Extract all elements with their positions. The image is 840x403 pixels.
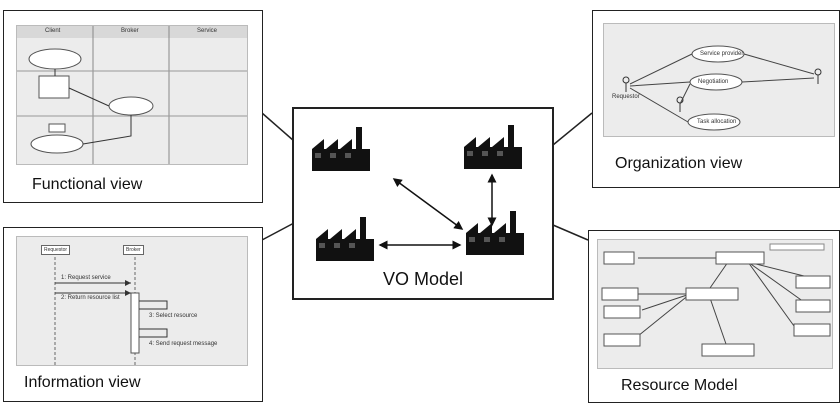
factory-icon bbox=[316, 217, 374, 261]
swimlane-diagram bbox=[17, 26, 247, 164]
functional-caption: Functional view bbox=[32, 176, 143, 193]
message-label: 4: Send request message bbox=[149, 341, 218, 347]
organization-caption: Organization view bbox=[615, 155, 743, 172]
link-arrow bbox=[392, 178, 464, 230]
factory-icon bbox=[464, 125, 522, 169]
lane-label: Broker bbox=[121, 28, 139, 34]
connector-functional bbox=[261, 112, 295, 142]
connector-information bbox=[261, 222, 295, 241]
object-box: Requestor bbox=[41, 245, 71, 255]
factory-icon bbox=[466, 211, 524, 255]
usecase-label: Task allocation bbox=[697, 119, 737, 125]
functional-view-panel: Client Broker Service Functional view bbox=[3, 10, 263, 203]
resource-model-panel: Resource Model bbox=[588, 230, 840, 403]
resource-caption: Resource Model bbox=[621, 377, 738, 394]
information-thumbnail: Requestor Broker 1: Request service 2: R… bbox=[16, 236, 248, 366]
object-box: Broker bbox=[123, 245, 144, 255]
functional-thumbnail: Client Broker Service bbox=[16, 25, 248, 165]
organization-diagram bbox=[622, 45, 822, 131]
resource-diagram bbox=[601, 243, 831, 357]
connector-organization bbox=[552, 112, 593, 146]
message-label: 2: Return resource list bbox=[61, 295, 120, 301]
factory-icon bbox=[312, 127, 370, 171]
message-label: 1: Request service bbox=[61, 275, 111, 281]
organization-view-panel: Service provider Negotiation Task alloca… bbox=[592, 10, 840, 188]
information-view-panel: Requestor Broker 1: Request service 2: R… bbox=[3, 227, 263, 402]
vo-model-title: VO Model bbox=[382, 269, 464, 289]
usecase-label: Service provider bbox=[700, 51, 744, 57]
connector-resource bbox=[552, 224, 589, 241]
message-label: 3: Select resource bbox=[149, 313, 198, 319]
usecase-label: Negotiation bbox=[698, 79, 729, 85]
lane-label: Service bbox=[197, 28, 218, 34]
resource-thumbnail bbox=[597, 239, 833, 369]
actor-label: Requestor bbox=[612, 94, 640, 100]
sequence-diagram bbox=[54, 257, 168, 365]
information-caption: Information view bbox=[24, 374, 141, 391]
lane-label: Client bbox=[45, 28, 61, 34]
vo-model-panel: VO Model bbox=[292, 107, 554, 300]
organization-thumbnail: Service provider Negotiation Task alloca… bbox=[603, 23, 835, 137]
vo-network bbox=[312, 125, 524, 261]
